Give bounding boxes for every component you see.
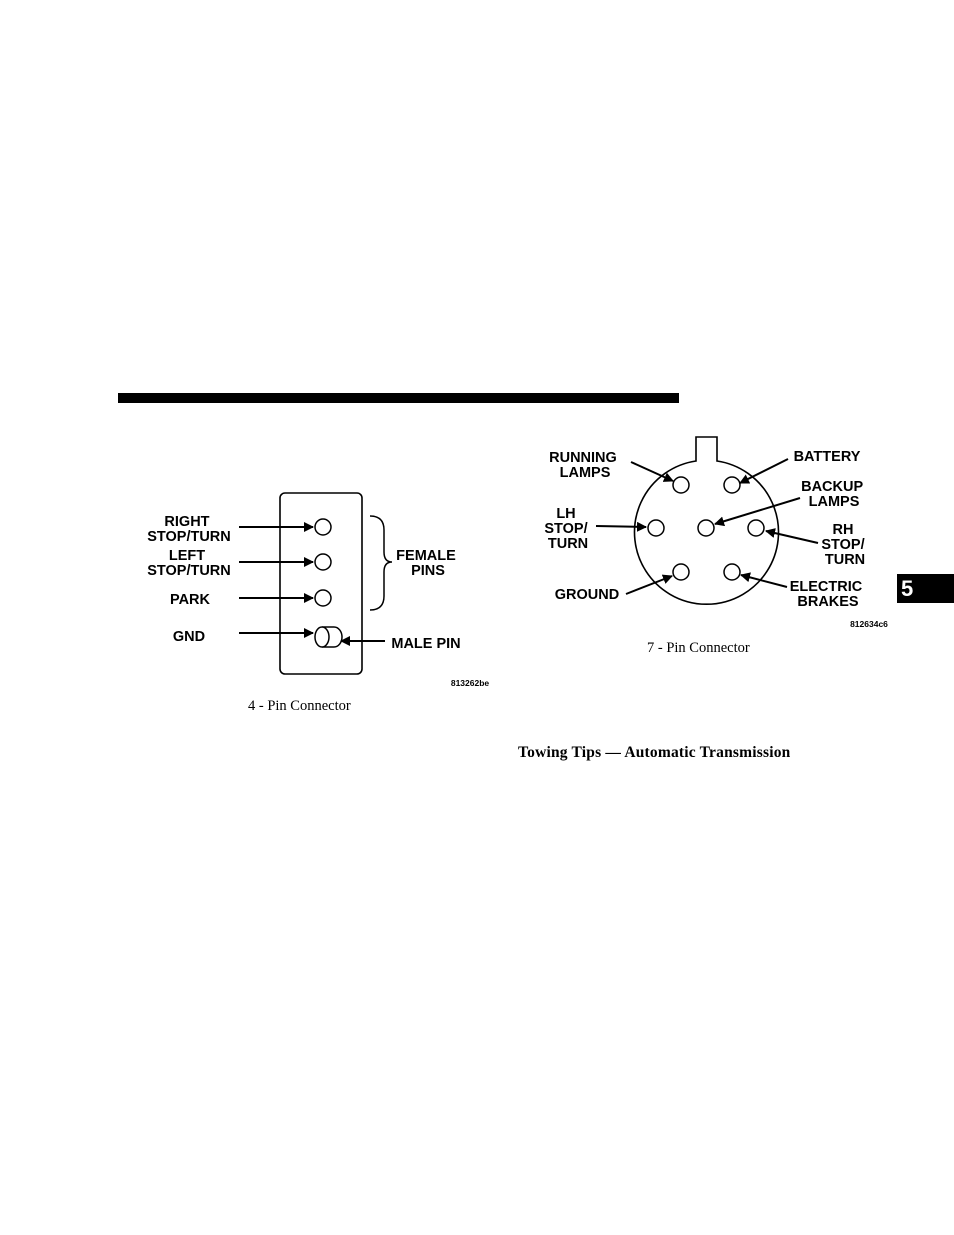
pin-running-lamps bbox=[672, 476, 690, 494]
arrow-ground bbox=[625, 574, 673, 595]
top-rule bbox=[118, 393, 679, 403]
label-electric-brakes: ELECTRIC BRAKES bbox=[790, 579, 867, 610]
arrow-battery bbox=[739, 458, 789, 484]
label-lh-stop-turn: LH STOP/ TURN bbox=[544, 506, 591, 552]
label-female-pins: FEMALE PINS bbox=[396, 548, 460, 579]
four-pin-figure-code: 813262be bbox=[451, 678, 490, 688]
pin-left-stop-turn bbox=[314, 553, 332, 571]
label-backup-lamps: BACKUP LAMPS bbox=[801, 479, 867, 510]
label-right-stop-turn: RIGHT STOP/TURN bbox=[147, 514, 231, 545]
pin-rh-stop-turn bbox=[747, 519, 765, 537]
pin-lh-stop-turn bbox=[647, 519, 665, 537]
arrow-backup-lamps bbox=[714, 497, 801, 527]
four-pin-housing bbox=[279, 492, 363, 675]
label-running-lamps: RUNNING LAMPS bbox=[549, 450, 621, 481]
arrow-lh-stop-turn bbox=[595, 521, 647, 532]
four-pin-caption: 4 - Pin Connector bbox=[248, 698, 351, 714]
arrow-electric-brakes bbox=[740, 572, 788, 588]
seven-pin-caption: 7 - Pin Connector bbox=[647, 640, 750, 656]
arrow-rh-stop-turn bbox=[765, 528, 819, 544]
pin-right-stop-turn bbox=[314, 518, 332, 536]
label-left-stop-turn: LEFT STOP/TURN bbox=[147, 548, 231, 579]
seven-pin-diagram: RUNNING LAMPS BATTERY BACKUP LAMPS LH ST… bbox=[544, 436, 888, 629]
arrow-running-lamps bbox=[630, 461, 674, 482]
female-pins-brace bbox=[369, 515, 393, 611]
pin-park bbox=[314, 589, 332, 607]
label-park: PARK bbox=[170, 592, 211, 608]
male-pin-shape bbox=[314, 626, 343, 648]
seven-pin-figure-code: 812634c6 bbox=[850, 619, 888, 629]
pin-electric-brakes bbox=[723, 563, 741, 581]
seven-pin-housing bbox=[633, 436, 780, 605]
pin-ground bbox=[672, 563, 690, 581]
label-ground: GROUND bbox=[555, 587, 619, 603]
label-gnd: GND bbox=[173, 629, 205, 645]
pin-backup-lamps bbox=[697, 519, 715, 537]
section-heading: Towing Tips — Automatic Transmission bbox=[518, 744, 791, 761]
label-battery: BATTERY bbox=[794, 449, 861, 465]
section-tab[interactable]: 5 bbox=[897, 574, 954, 603]
label-male-pin: MALE PIN bbox=[391, 636, 460, 652]
label-rh-stop-turn: RH STOP/ TURN bbox=[821, 522, 868, 568]
four-pin-diagram: RIGHT STOP/TURN LEFT STOP/TURN PARK GND … bbox=[147, 492, 490, 688]
pin-battery bbox=[723, 476, 741, 494]
